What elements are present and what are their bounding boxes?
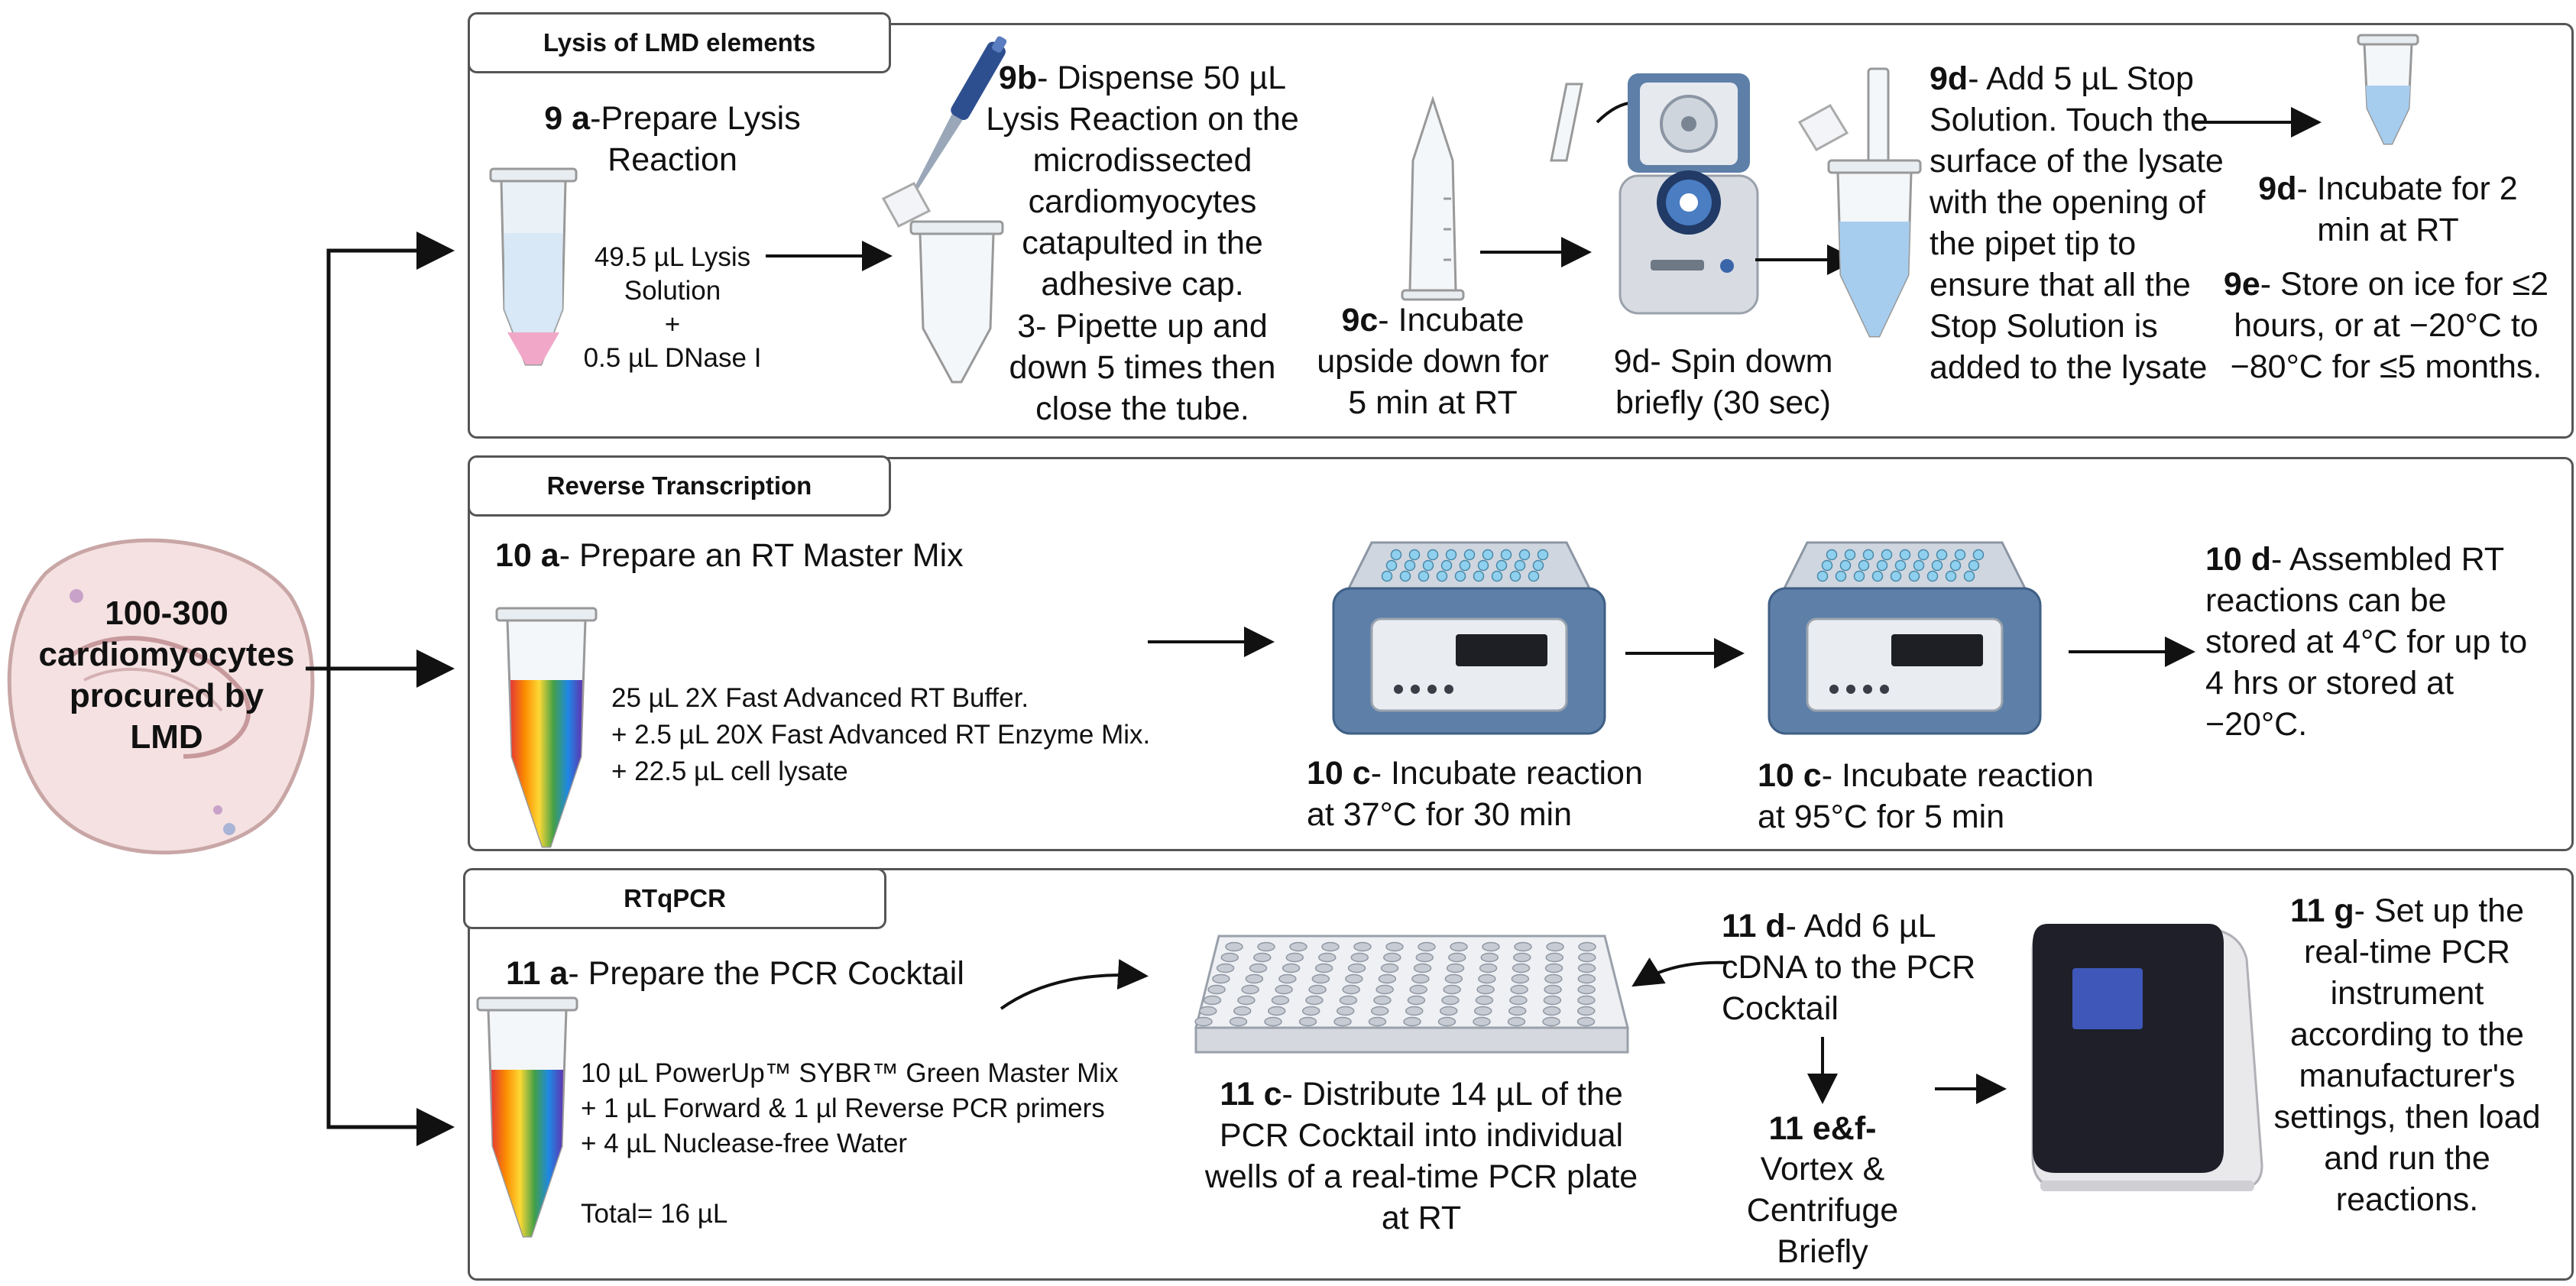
step-11ef-num: 11 e&f- — [1768, 1110, 1877, 1147]
rt-recipe: 25 µL 2X Fast Advanced RT Buffer. + 2.5 … — [611, 680, 1299, 790]
lysis-recipe-line: 0.5 µL DNase I — [583, 343, 762, 373]
heat-block-95-icon — [1768, 541, 2042, 735]
qpcr-recipe-line: + 4 µL Nuclease-free Water — [581, 1129, 908, 1158]
rt-recipe-line: + 2.5 µL 20X Fast Advanced RT Enzyme Mix… — [611, 720, 1151, 750]
step-10d: 10 d- Assembled RT reactions can be stor… — [2205, 541, 2528, 743]
arrow-9c-to-spin — [1480, 237, 1592, 267]
small-tube-icon — [2357, 34, 2419, 145]
arrow-11ef-to-instrument — [1935, 1074, 2007, 1104]
step-11g: 11 g- Set up the real-time PCR instrumen… — [2273, 892, 2541, 1218]
pipette-icon — [881, 36, 1007, 384]
rainbow-tube-icon — [495, 607, 598, 848]
arrow-11d-to-plate — [1631, 957, 1728, 987]
qpcr-recipe: 10 µL PowerUp™ SYBR™ Green Master Mix + … — [581, 1056, 1207, 1232]
lysis-recipe-line: Solution — [624, 276, 721, 306]
lysis-recipe-line: + — [664, 309, 681, 339]
lysis-panel — [468, 23, 2574, 439]
qpcr-tab: RTqPCR — [463, 868, 886, 929]
step-9d-spin: 9d- Spin dowm briefly (30 sec) — [1613, 343, 1833, 421]
step-9b: 9b- Dispense 50 µL Lysis Reaction on the… — [986, 60, 1299, 303]
cardiomyocyte-cell-illustration — [7, 538, 315, 855]
arrow-9d-to-incubate — [2195, 107, 2322, 138]
lysis-recipe: 49.5 µL Lysis Solution + 0.5 µL DNase I — [558, 241, 787, 375]
arrow-9a-to-9b — [766, 241, 893, 271]
step-11ef: Vortex & Centrifuge Briefly — [1746, 1151, 1899, 1270]
qpcr-recipe-line: + 1 µL Forward & 1 µl Reverse PCR primer… — [581, 1093, 1105, 1123]
step-10a: 10 a- Prepare an RT Master Mix — [495, 537, 964, 574]
step-9c: 9c- Incubate upside down for 5 min at RT — [1317, 302, 1549, 421]
arrow-95-to-10d — [2069, 637, 2195, 667]
centrifuge-icon — [1550, 73, 1759, 315]
lysis-tab: Lysis of LMD elements — [468, 12, 891, 73]
pcr-plate-icon — [1194, 935, 1629, 1054]
step-9d-incubate: 9d- Incubate for 2 min at RT — [2258, 170, 2518, 248]
arrow-11d-to-11ef — [1807, 1037, 1838, 1104]
step-11d: 11 d- Add 6 µL cDNA to the PCR Cocktail — [1722, 908, 1976, 1027]
qpcr-recipe-line: 10 µL PowerUp™ SYBR™ Green Master Mix — [581, 1058, 1119, 1088]
step-10c-37: 10 c- Incubate reaction at 37°C for 30 m… — [1307, 755, 1643, 833]
step-9a: 9 a-Prepare Lysis Reaction — [544, 100, 801, 178]
stop-solution-tube-icon — [1797, 67, 1922, 338]
step-10c-95: 10 c- Incubate reaction at 95°C for 5 mi… — [1758, 757, 2094, 835]
step-11a: 11 a- Prepare the PCR Cocktail — [506, 955, 964, 992]
lysis-recipe-line: 49.5 µL Lysis — [594, 242, 751, 272]
source-label: 100-300 cardiomyocytes procured by LMD — [38, 594, 295, 756]
rt-tab: Reverse Transcription — [468, 455, 891, 517]
upside-down-tube-icon — [1401, 96, 1465, 301]
step-9e: 9e- Store on ice for ≤2 hours, or at −20… — [2223, 266, 2549, 385]
arrow-11a-to-plate — [1000, 959, 1149, 1010]
arrow-spin-to-9d — [1755, 245, 1858, 275]
step-9d-add: 9d- Add 5 µL Stop Solution. Touch the su… — [1930, 60, 2224, 386]
rt-recipe-line: + 22.5 µL cell lysate — [611, 756, 848, 786]
rainbow-tube-icon — [476, 996, 578, 1238]
arrow-10a-to-37 — [1148, 627, 1275, 657]
step-9b-pipette: 3- Pipette up and down 5 times then clos… — [1009, 308, 1276, 427]
rt-recipe-line: 25 µL 2X Fast Advanced RT Buffer. — [611, 683, 1029, 713]
qpcr-recipe-line — [581, 1161, 1207, 1197]
step-11c: 11 c- Distribute 14 µL of the PCR Cockta… — [1204, 1076, 1638, 1236]
qpcr-recipe-line: Total= 16 µL — [581, 1199, 728, 1229]
heat-block-37-icon — [1332, 541, 1606, 735]
lysis-tube-icon — [489, 167, 578, 366]
pcr-instrument-icon — [2031, 924, 2263, 1191]
arrow-37-to-95 — [1625, 638, 1745, 669]
